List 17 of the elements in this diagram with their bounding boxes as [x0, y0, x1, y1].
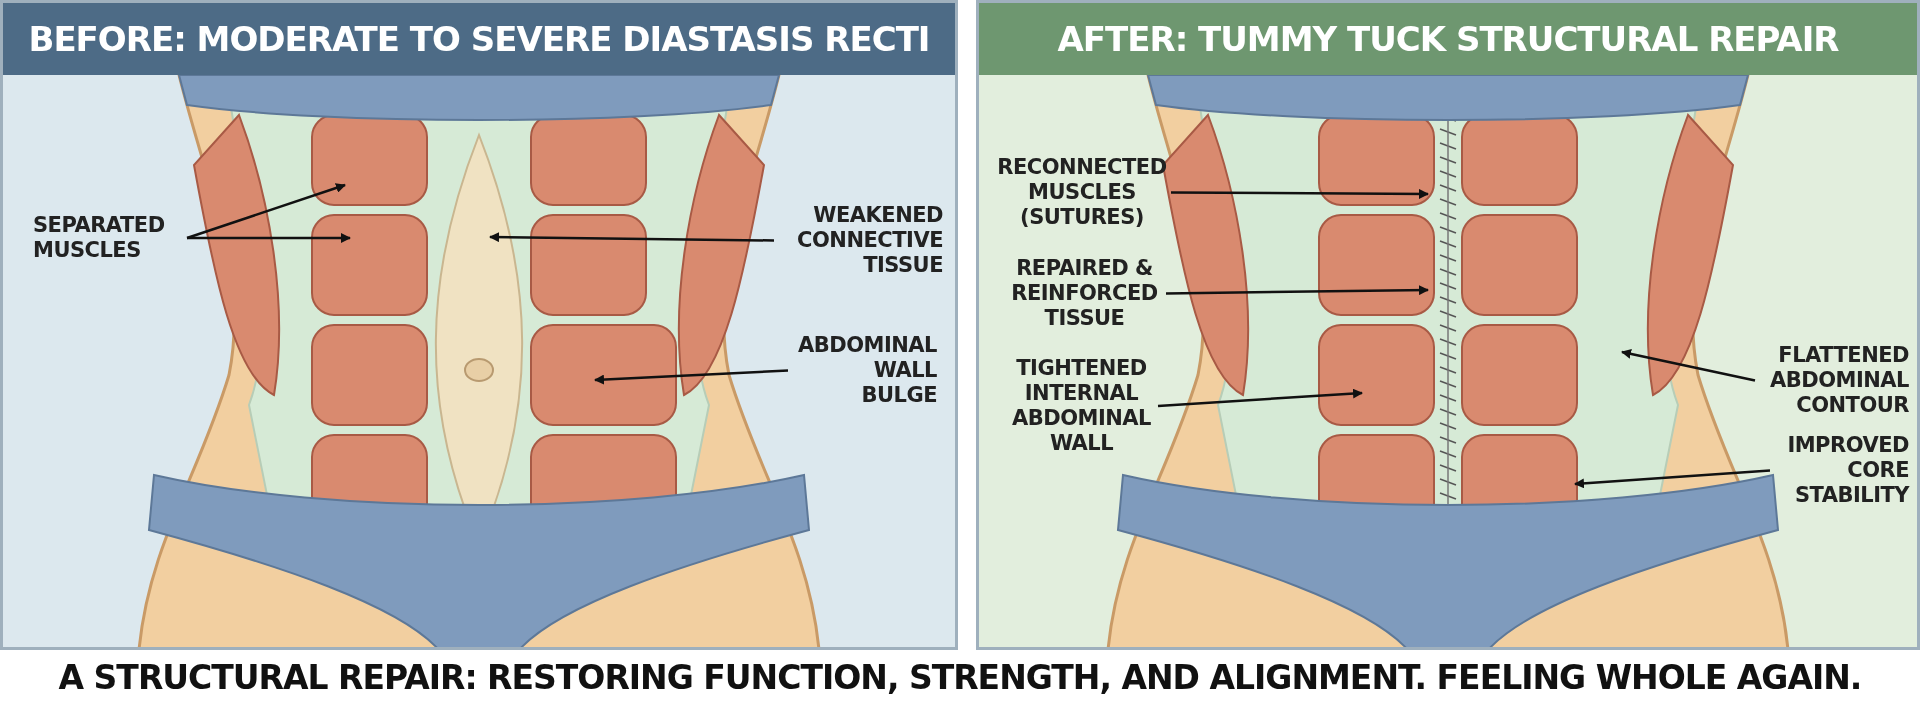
- leader-line: [1621, 349, 1756, 382]
- callout-label: REPAIRED & REINFORCED TISSUE: [1007, 256, 1162, 331]
- leader-line: [1157, 388, 1363, 408]
- leader-line: [1171, 188, 1429, 199]
- callout-label: FLATTENED ABDOMINAL CONTOUR: [1759, 343, 1909, 418]
- caption: A STRUCTURAL REPAIR: RESTORING FUNCTION, STRENGTH, AND ALIGNMENT. FEELING WHOLE AGAIN.: [57, 658, 1863, 699]
- panel-header: BEFORE: MODERATE TO SEVERE DIASTASIS RECTI: [3, 3, 955, 75]
- callout-label: SEPARATED MUSCLES: [33, 213, 183, 263]
- callout-label: IMPROVED CORE STABILITY: [1774, 433, 1909, 508]
- callout-label: WEAKENED CONNECTIVE TISSUE: [778, 203, 943, 278]
- leader-line: [187, 233, 351, 243]
- leader-line: [186, 183, 346, 240]
- leader-line: [1574, 469, 1771, 489]
- panel-header: AFTER: TUMMY TUCK STRUCTURAL REPAIR: [979, 3, 1917, 75]
- callout-label: ABDOMINAL WALL BULGE: [792, 333, 937, 408]
- leader-line: [594, 369, 789, 385]
- callout-label: TIGHTENED INTERNAL ABDOMINAL WALL: [1009, 356, 1154, 456]
